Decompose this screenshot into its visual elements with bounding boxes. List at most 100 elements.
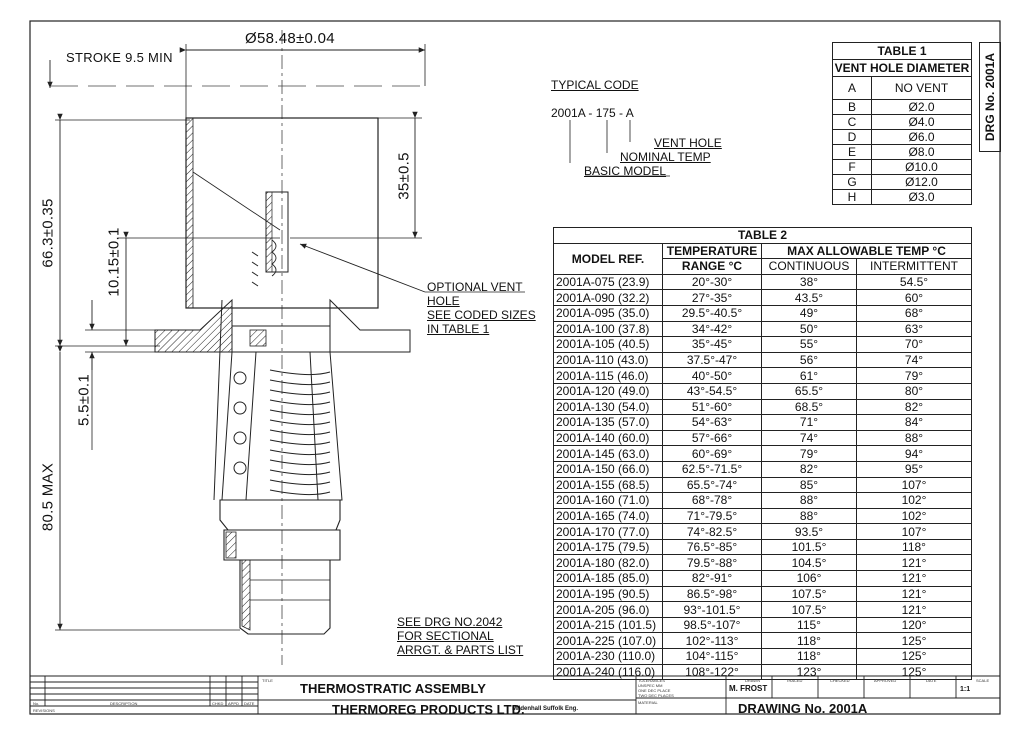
table-cell: 68°-78° — [662, 492, 762, 509]
table-model-temperatures: TABLE 2 MODEL REF. TEMPERATURE MAX ALLOW… — [553, 227, 972, 681]
table-cell: 61° — [761, 367, 857, 384]
table-cell: 2001A-110 (43.0) — [553, 351, 663, 369]
note-line: SEE DRG NO.2042 — [397, 615, 503, 629]
table-cell: 2001A-095 (35.0) — [553, 304, 663, 322]
sectional-note: SEE DRG NO.2042 FOR SECTIONAL ARRGT. & P… — [397, 615, 523, 657]
table1-title: TABLE 1 — [832, 42, 972, 60]
note-line: SEE CODED SIZES — [427, 308, 536, 322]
table-cell: 2001A-090 (32.2) — [553, 289, 663, 306]
table-cell: 2001A-150 (66.0) — [553, 460, 663, 478]
approved-label: APPROVED — [874, 678, 897, 683]
note-line: IN TABLE 1 — [427, 322, 490, 336]
table-cell: 2001A-120 (49.0) — [553, 382, 663, 400]
table-row: 2001A-135 (57.0)54°-63°71°84° — [553, 414, 972, 431]
table-cell: 2001A-160 (71.0) — [553, 492, 663, 509]
dimension-top-diameter: Ø58.48±0.04 — [245, 30, 335, 47]
table-cell: 35°-45° — [662, 336, 762, 353]
code-label-vent-hole: VENT HOLE — [654, 136, 722, 150]
note-line: OPTIONAL VENT — [427, 280, 523, 294]
note-line: FOR SECTIONAL — [397, 629, 494, 643]
table-cell: Ø10.0 — [871, 159, 972, 175]
table1-header: VENT HOLE DIAMETER — [832, 59, 972, 77]
note-line: ARRGT. & PARTS LIST — [397, 643, 524, 657]
table-row: 2001A-195 (90.5)86.5°-98°107.5°121° — [553, 585, 972, 603]
drawing-number: DRAWING No. 2001A — [738, 701, 868, 716]
table-row: 2001A-160 (71.0)68°-78°88°102° — [553, 492, 972, 509]
table2-body: 2001A-075 (23.9)20°-30°38°54.5°2001A-090… — [553, 273, 972, 681]
company-name: THERMOREG PRODUCTS LTD. — [332, 702, 525, 717]
drawn-label: DRAWN — [745, 678, 760, 683]
vent-hole-note: OPTIONAL VENT HOLE SEE CODED SIZES IN TA… — [427, 280, 536, 336]
table-cell: 104°-115° — [662, 648, 762, 665]
table-cell: 2001A-100 (37.8) — [553, 320, 663, 338]
table-cell: 121° — [856, 585, 972, 603]
code-label-basic-model: BASIC MODEL — [584, 164, 667, 178]
table-row: 2001A-205 (96.0)93°-101.5°107.5°121° — [553, 601, 972, 618]
note-line: HOLE — [427, 294, 460, 308]
col-model-ref: MODEL REF. — [553, 242, 663, 275]
drawn-by: M. FROST — [729, 684, 768, 693]
table-cell: 2001A-170 (77.0) — [553, 523, 663, 540]
col-continuous: CONTINUOUS — [761, 258, 857, 275]
table-cell: 2001A-130 (54.0) — [553, 398, 663, 416]
table-row: 2001A-100 (37.8)34°-42°50°63° — [553, 320, 972, 338]
typical-code-heading: TYPICAL CODE — [551, 78, 639, 92]
table-row: 2001A-075 (23.9)20°-30°38°54.5° — [553, 273, 972, 291]
table-row: 2001A-165 (74.0)71°-79.5°88°102° — [553, 507, 972, 525]
rev-checked-label: CHKD — [212, 701, 224, 706]
table-row: 2001A-230 (110.0)104°-115°118°125° — [553, 648, 972, 665]
table-cell: NO VENT — [871, 76, 972, 100]
table-cell: H — [832, 189, 872, 205]
table-row: 2001A-110 (43.0)37.5°-47°56°74° — [553, 351, 972, 369]
table-cell: 2001A-180 (82.0) — [553, 554, 663, 572]
col-temperature-range: RANGE °C — [662, 258, 762, 275]
table-row: 2001A-170 (77.0)74°-82.5°93.5°107° — [553, 523, 972, 540]
tolerance-line: TWO DEC PLACES — [638, 693, 674, 698]
table-cell: 2001A-115 (46.0) — [553, 367, 663, 384]
table-row: 2001A-150 (66.0)62.5°-71.5°82°95° — [553, 460, 972, 478]
table-cell: 79.5°-88° — [662, 554, 762, 572]
col-intermittent: INTERMITTENT — [856, 258, 972, 275]
typical-code-leaders — [569, 120, 670, 177]
table-cell: 102°-113° — [662, 632, 762, 650]
table-row: 2001A-105 (40.5)35°-45°55°70° — [553, 336, 972, 353]
table-row: 2001A-140 (60.0)57°-66°74°88° — [553, 429, 972, 447]
table-cell: 54°-63° — [662, 414, 762, 431]
table-cell: 65.5°-74° — [662, 476, 762, 494]
tolerance-line: ONE DEC PLACE — [638, 688, 671, 693]
table-cell: 98.5°-107° — [662, 616, 762, 634]
material-label: MATERIAL — [638, 700, 658, 705]
col-temperature: TEMPERATURE — [662, 242, 762, 260]
table-cell: 2001A-205 (96.0) — [553, 601, 663, 618]
rev-description-label: DESCRIPTION — [110, 701, 138, 706]
table-cell: 88° — [761, 492, 857, 509]
date-label: DATE — [926, 678, 937, 683]
drawing-title: THERMOSTRATIC ASSEMBLY — [300, 681, 486, 696]
table-row: 2001A-225 (107.0)102°-113°118°125° — [553, 632, 972, 650]
typical-code: 2001A - 175 - A — [551, 106, 634, 120]
table-cell: 107° — [856, 476, 972, 494]
table-row: 2001A-145 (63.0)60°-69°79°94° — [553, 445, 972, 462]
table-cell: 82°-91° — [662, 570, 762, 587]
rev-no-label: No. — [33, 701, 40, 706]
revisions-label: REVISIONS — [33, 708, 55, 713]
table-cell: Ø3.0 — [871, 189, 972, 205]
table-cell: 2001A-175 (79.5) — [553, 538, 663, 556]
tolerance-line: UNSPEC MM — [638, 683, 663, 688]
table-cell: 54.5° — [856, 273, 972, 291]
table-cell: 37.5°-47° — [662, 351, 762, 369]
company-location: Mildenhall Suffolk Eng. — [512, 706, 578, 712]
table-cell: 93.5° — [761, 523, 857, 540]
table-cell: 34°-42° — [662, 320, 762, 338]
table-cell: 2001A-135 (57.0) — [553, 414, 663, 431]
table-cell: 76.5°-85° — [662, 538, 762, 556]
scale-value: 1:1 — [960, 686, 971, 693]
